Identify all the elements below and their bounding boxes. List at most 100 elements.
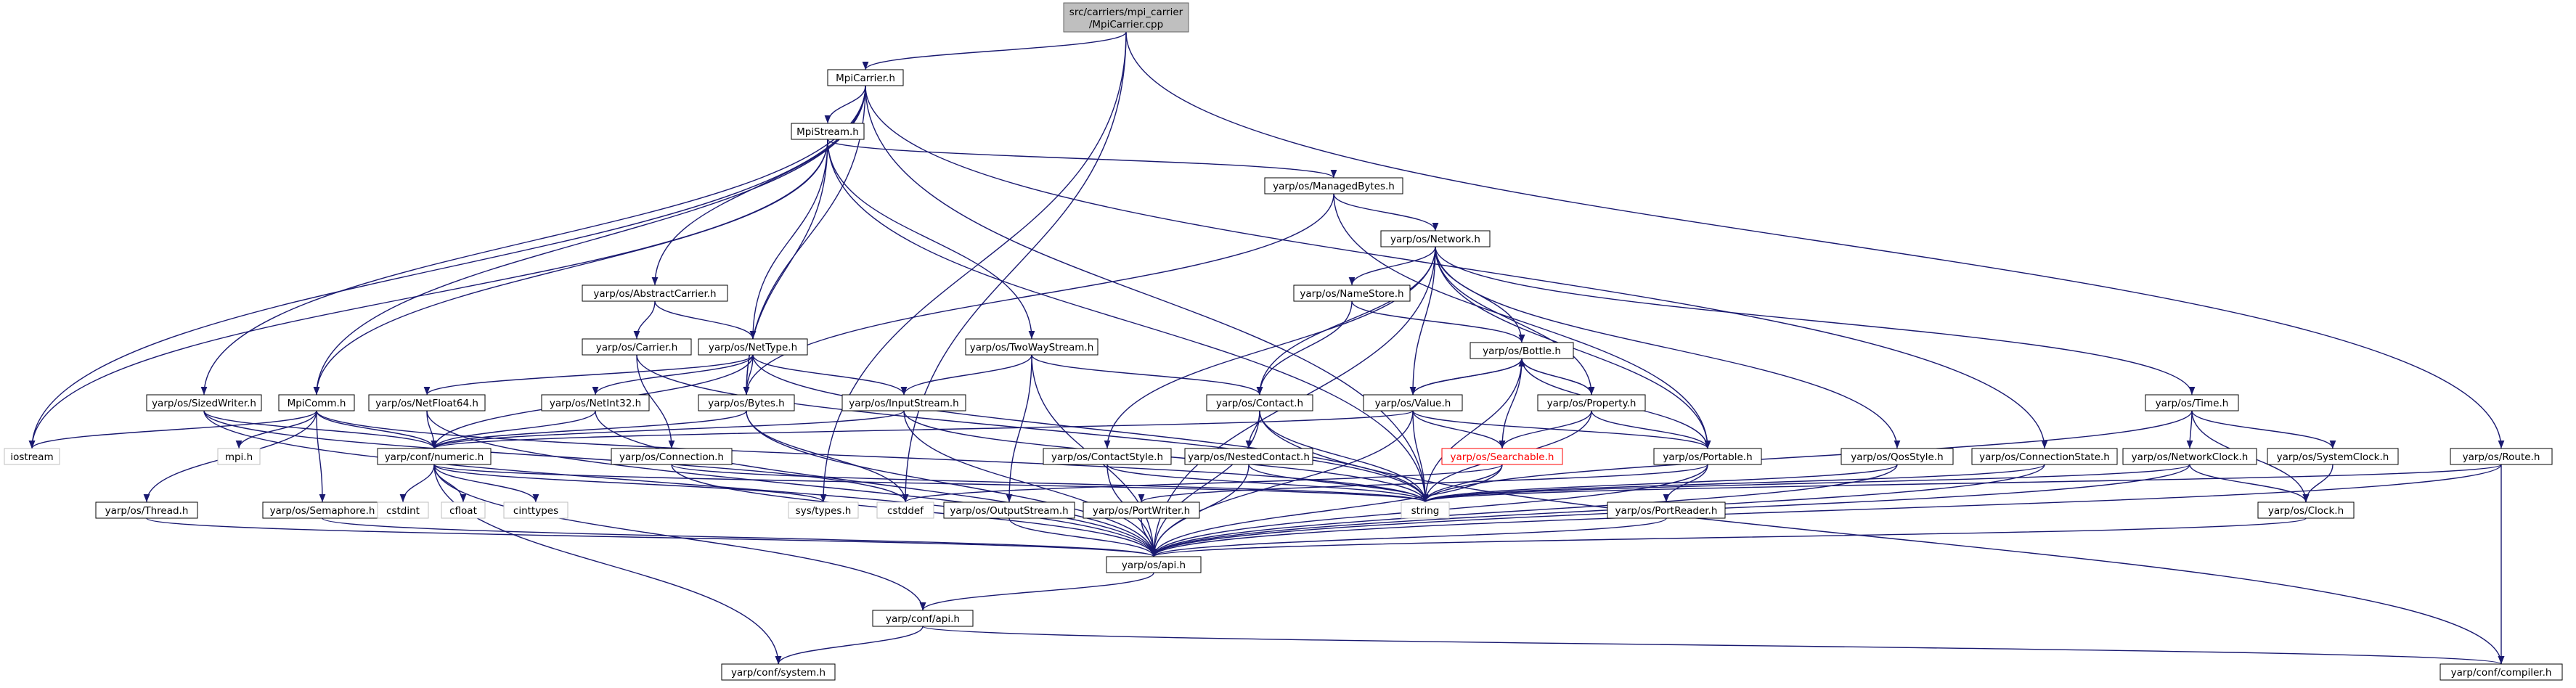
edge-mpistream_h-to-mpicomm_h (313, 139, 828, 396)
node-iostream[interactable]: iostream (4, 448, 60, 465)
node-mpistream-h[interactable]: MpiStream.h (791, 123, 865, 140)
edge-portable_h-to-portreader_h (1663, 464, 1708, 503)
node-managedbytes-h[interactable]: yarp/os/ManagedBytes.h (1264, 177, 1403, 194)
node-connection-h[interactable]: yarp/os/Connection.h (611, 448, 733, 465)
node-sys-types-h[interactable]: sys/types.h (788, 501, 859, 519)
node-cstddef[interactable]: cstddef (876, 501, 934, 519)
node-property-h[interactable]: yarp/os/Property.h (1537, 394, 1646, 411)
node-conf-system-h[interactable]: yarp/conf/system.h (721, 663, 836, 681)
edge-value_h-to-conf_numeric_h (431, 410, 1414, 449)
node-string[interactable]: string (1401, 501, 1450, 519)
edge-mpistream_h-to-bytes_h (743, 139, 828, 396)
node-portable-h[interactable]: yarp/os/Portable.h (1653, 448, 1762, 465)
edge-time_h-to-string (1422, 410, 2193, 503)
node-label: yarp/os/NetInt32.h (550, 398, 641, 409)
node-mpicomm-h[interactable]: MpiComm.h (278, 394, 355, 411)
node-time-h[interactable]: yarp/os/Time.h (2145, 394, 2239, 411)
node-label: yarp/os/Network.h (1390, 234, 1480, 245)
edge-mpicomm_h-to-iostream (28, 410, 317, 449)
node-mpicarrier-h[interactable]: MpiCarrier.h (827, 69, 904, 86)
node-thread-h[interactable]: yarp/os/Thread.h (95, 501, 198, 519)
node-value-h[interactable]: yarp/os/Value.h (1363, 394, 1463, 411)
edge-mpicarrier_h-to-connectionstate_h (865, 85, 2048, 449)
edge-root-to-cstddef (902, 31, 1127, 503)
edge-nestedcontact_h-to-os_api_h (1150, 464, 1250, 557)
node-cstdint[interactable]: cstdint (377, 501, 429, 519)
edge-mpicarrier_h-to-abstractcarrier_h (651, 85, 866, 286)
node-bytes-h[interactable]: yarp/os/Bytes.h (698, 394, 795, 411)
node-cfloat[interactable]: cfloat (441, 501, 486, 519)
node-label-line-1: src/carriers/mpi_carrier (1069, 7, 1183, 18)
node-contactstyle-h[interactable]: yarp/os/ContactStyle.h (1043, 448, 1172, 465)
edge-network_h-to-property_h (1435, 246, 1595, 396)
node-label: yarp/os/Property.h (1547, 398, 1637, 409)
node-mpicarrier-cpp[interactable]: src/carriers/mpi_carrier /MpiCarrier.cpp (1063, 2, 1189, 33)
node-systemclock-h[interactable]: yarp/os/SystemClock.h (2267, 448, 2399, 465)
node-twowaystream-h[interactable]: yarp/os/TwoWayStream.h (965, 338, 1099, 356)
node-label: yarp/os/AbstractCarrier.h (593, 288, 716, 300)
node-semaphore-h[interactable]: yarp/os/Semaphore.h (262, 501, 383, 519)
node-networkclock-h[interactable]: yarp/os/NetworkClock.h (2122, 448, 2257, 465)
node-label: yarp/os/Connection.h (619, 451, 724, 463)
edge-mpistream_h-to-twowaystream_h (827, 139, 1035, 340)
node-sizedwriter-h[interactable]: yarp/os/SizedWriter.h (146, 394, 262, 411)
edge-conf_numeric_h-to-string (433, 464, 1428, 503)
node-netfloat64-h[interactable]: yarp/os/NetFloat64.h (368, 394, 486, 411)
node-label: yarp/os/PortWriter.h (1093, 505, 1190, 517)
edge-conf_numeric_h-to-conf_system_h (433, 464, 782, 665)
edge-semaphore_h-to-os_api_h (322, 517, 1157, 557)
node-contact-h[interactable]: yarp/os/Contact.h (1206, 394, 1313, 411)
node-netint32-h[interactable]: yarp/os/NetInt32.h (541, 394, 650, 411)
edge-conf_numeric_h-to-conf_api_h (433, 464, 926, 611)
node-nettype-h[interactable]: yarp/os/NetType.h (698, 338, 808, 356)
edge-root-to-route_h (1125, 31, 2505, 449)
node-inputstream-h[interactable]: yarp/os/InputStream.h (841, 394, 966, 411)
node-os-api-h[interactable]: yarp/os/api.h (1106, 556, 1202, 573)
edge-mpicarrier_h-to-mpicomm_h (313, 85, 866, 396)
edge-mpicomm_h-to-string (316, 410, 1429, 503)
edge-time_h-to-systemclock_h (2191, 410, 2336, 449)
node-clock-h[interactable]: yarp/os/Clock.h (2257, 501, 2355, 519)
edge-mpicarrier_h-to-sizedwriter_h (200, 85, 866, 396)
edge-contactstyle_h-to-string (1106, 464, 1429, 503)
node-outputstream-h[interactable]: yarp/os/OutputStream.h (943, 501, 1075, 519)
node-searchable-h[interactable]: yarp/os/Searchable.h (1441, 448, 1563, 465)
node-carrier-h[interactable]: yarp/os/Carrier.h (582, 338, 692, 356)
edge-clock_h-to-os_api_h (1151, 517, 2307, 557)
node-qosstyle-h[interactable]: yarp/os/QosStyle.h (1841, 448, 1954, 465)
node-label: sys/types.h (796, 505, 852, 517)
edge-connectionstate_h-to-string (1422, 464, 2045, 503)
node-conf-api-h[interactable]: yarp/conf/api.h (872, 610, 974, 627)
edge-nettype_h-to-bytes_h (743, 354, 754, 396)
node-label: cinttypes (513, 505, 558, 517)
edge-mpicomm_h-to-mpi_h (235, 410, 317, 449)
edge-twowaystream_h-to-inputstream_h (900, 354, 1032, 396)
node-label: MpiStream.h (796, 126, 859, 138)
node-bottle-h[interactable]: yarp/os/Bottle.h (1470, 342, 1574, 359)
node-network-h[interactable]: yarp/os/Network.h (1380, 230, 1491, 247)
node-conf-compiler-h[interactable]: yarp/conf/compiler.h (2440, 663, 2563, 681)
node-label: yarp/os/Clock.h (2268, 505, 2344, 517)
node-connectionstate-h[interactable]: yarp/os/ConnectionState.h (1971, 448, 2118, 465)
edge-conf_numeric_h-to-cinttypes (433, 464, 539, 503)
edge-network_h-to-contactstyle_h (1104, 246, 1436, 449)
node-label: yarp/os/Searchable.h (1451, 451, 1554, 463)
node-nestedcontact-h[interactable]: yarp/os/NestedContact.h (1184, 448, 1313, 465)
node-portreader-h[interactable]: yarp/os/PortReader.h (1607, 501, 1726, 519)
node-mpi-h[interactable]: mpi.h (217, 448, 261, 465)
edge-contact_h-to-string (1259, 410, 1429, 503)
node-portwriter-h[interactable]: yarp/os/PortWriter.h (1083, 501, 1200, 519)
edge-namestore_h-to-bottle_h (1351, 300, 1525, 343)
node-label: yarp/os/PortReader.h (1615, 505, 1718, 517)
node-namestore-h[interactable]: yarp/os/NameStore.h (1293, 284, 1411, 302)
node-conf-numeric-h[interactable]: yarp/conf/numeric.h (377, 448, 492, 465)
edge-mpistream_h-to-string (827, 139, 1429, 503)
node-route-h[interactable]: yarp/os/Route.h (2450, 448, 2553, 465)
node-cinttypes[interactable]: cinttypes (503, 501, 568, 519)
edge-root-to-sys_types_h (820, 31, 1127, 503)
edge-conf_api_h-to-conf_compiler_h (922, 626, 2504, 665)
node-abstractcarrier-h[interactable]: yarp/os/AbstractCarrier.h (582, 284, 728, 302)
node-label: MpiComm.h (288, 398, 346, 409)
node-label: yarp/os/Semaphore.h (270, 505, 375, 517)
